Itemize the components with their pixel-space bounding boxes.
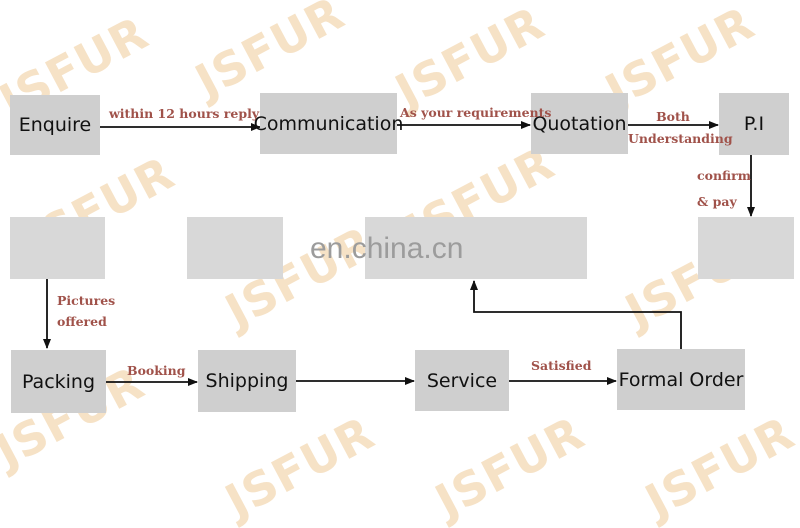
step-service: Service (415, 350, 509, 411)
step-blank-2 (187, 217, 283, 279)
step-label: Service (426, 369, 498, 392)
step-pi: P.I (719, 93, 789, 155)
step-blank-4 (698, 217, 794, 279)
step-label: Communication (253, 112, 404, 135)
site-watermark: en.china.cn (310, 232, 464, 265)
label-line: & pay (697, 194, 737, 209)
step-label: Formal Order (618, 368, 744, 391)
label-confirm-pay: confirm & pay (697, 163, 751, 215)
step-label: Enquire (18, 114, 92, 136)
label-pictures-offered: Pictures offered (57, 290, 115, 332)
step-packing: Packing (11, 350, 106, 413)
step-label: Quotation (532, 112, 627, 135)
step-quotation: Quotation (531, 93, 628, 154)
label-line: Pictures (57, 293, 116, 308)
step-blank-3 (365, 217, 587, 279)
arrow-formal-order-back (470, 280, 682, 349)
label-both-understanding: Both Understanding (628, 106, 733, 150)
label-line: Understanding (628, 131, 733, 146)
step-formal-order: Formal Order (617, 349, 745, 410)
label-booking: Booking (127, 363, 186, 378)
label-line: offered (57, 314, 107, 329)
label-as-your-requirements: As your requirements (400, 105, 552, 120)
step-label: Packing (21, 370, 96, 393)
label-line: confirm (697, 168, 751, 183)
label-within-12-hours: within 12 hours reply (109, 106, 260, 121)
step-label: P.I (743, 113, 765, 135)
label-line: Both (656, 109, 690, 124)
step-shipping: Shipping (198, 350, 296, 412)
step-communication: Communication (254, 93, 403, 154)
label-satisfied: Satisfied (531, 358, 592, 373)
step-label: Shipping (205, 370, 289, 392)
step-blank-1 (10, 217, 105, 279)
step-enquire: Enquire (10, 95, 100, 155)
